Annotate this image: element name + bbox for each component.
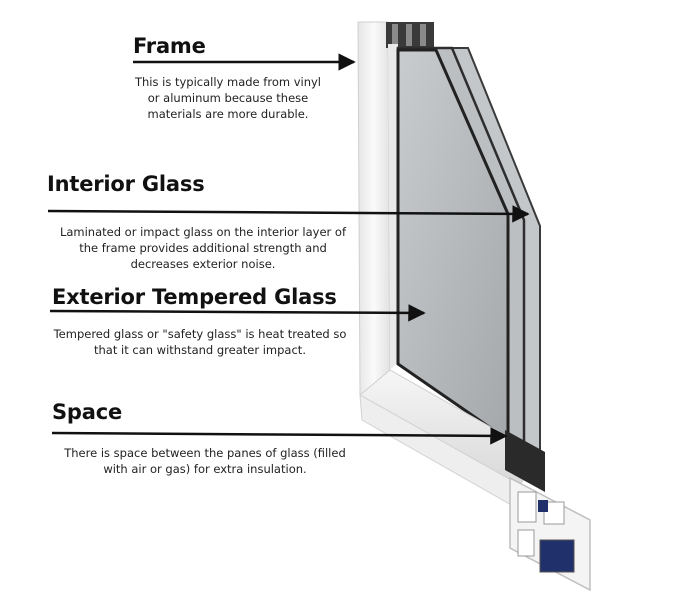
description-line: There is space between the panes of glas…: [64, 446, 346, 460]
profile-steel-core-small: [538, 500, 548, 512]
frame-top-rebate-light: [420, 24, 426, 46]
frame-top-rebate-light: [392, 24, 398, 46]
exterior-glass-description: Tempered glass or "safety glass" is heat…: [50, 326, 350, 358]
space-description: There is space between the panes of glas…: [60, 445, 350, 477]
exterior-glass-arrow: [49, 304, 426, 322]
profile-chamber: [517, 491, 537, 523]
description-line: Laminated or impact glass on the interio…: [59, 225, 347, 239]
description-line: This is typically made from vinyl: [134, 75, 322, 89]
exterior-glass-heading: Exterior Tempered Glass: [52, 285, 337, 309]
description-line: or aluminum because these: [147, 91, 309, 105]
interior-glass-heading: Interior Glass: [47, 172, 205, 196]
interior-glass-description: Laminated or impact glass on the interio…: [48, 224, 358, 272]
description-line: the frame provides additional strength a…: [79, 241, 327, 255]
frame-top-rebate-light: [406, 24, 412, 46]
profile-steel-core: [539, 539, 575, 573]
profile-chamber: [517, 529, 535, 557]
space-arrow: [51, 427, 508, 445]
interior-glass-arrow: [47, 205, 530, 223]
description-line: that it can withstand greater impact.: [94, 343, 306, 357]
frame-stile: [357, 21, 391, 422]
frame-heading: Frame: [133, 34, 206, 58]
description-line: Tempered glass or "safety glass" is heat…: [53, 327, 347, 341]
space-heading: Space: [52, 400, 123, 424]
description-line: materials are more durable.: [147, 107, 309, 121]
frame-description: This is typically made from vinyl or alu…: [118, 74, 338, 122]
profile-chamber: [543, 501, 565, 525]
spacer-profile: [505, 430, 545, 492]
description-line: decreases exterior noise.: [130, 257, 276, 271]
description-line: with air or gas) for extra insulation.: [103, 462, 307, 476]
